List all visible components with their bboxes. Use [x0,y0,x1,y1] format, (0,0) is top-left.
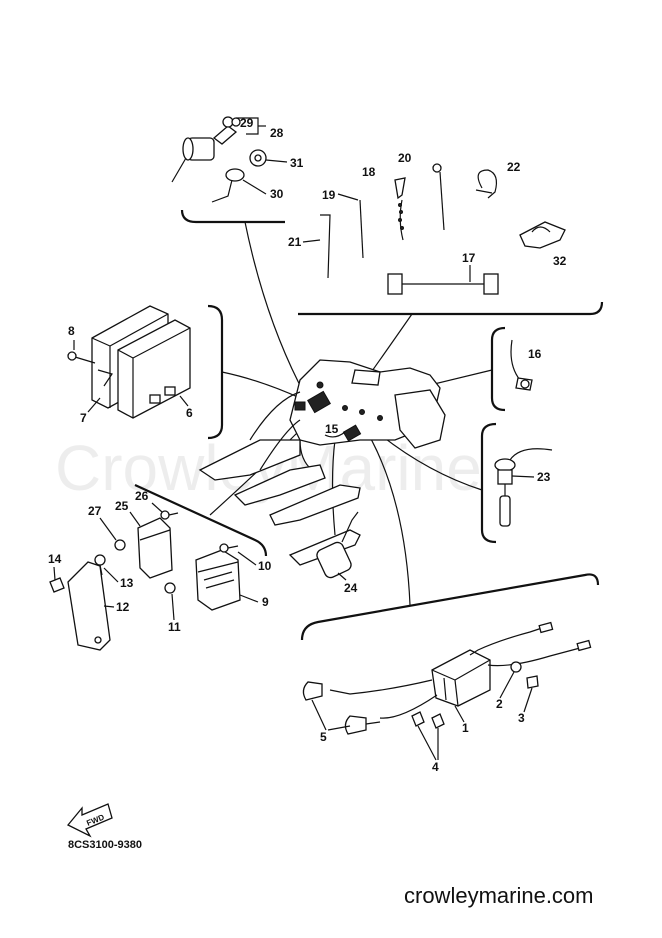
callout-30: 30 [270,187,284,201]
callout-13: 13 [120,576,134,590]
ignition-coil-group [302,621,592,735]
leader-24 [331,439,336,536]
callout-32: 32 [553,254,567,268]
plug-cap [494,448,553,527]
bracket-mid-left [134,484,268,557]
callout-6: 6 [186,406,193,420]
callout-2: 2 [496,697,503,711]
callout-18: 18 [362,165,376,179]
callout-11: 11 [168,620,181,634]
callout-12: 12 [116,600,130,614]
callout-10: 10 [258,559,272,573]
main-switch-assembly [171,116,267,203]
drawing-code: 8CS3100-9380 [68,839,142,851]
callout-5: 5 [320,730,327,744]
callout-1: 1 [462,721,469,735]
callout-16: 16 [528,347,542,361]
cdi-units [67,305,191,419]
callout-17: 17 [462,251,476,265]
bracket-right-16 [490,326,506,412]
callout-8: 8 [68,324,75,338]
frame-assembly [198,359,446,566]
callout-7: 7 [80,411,87,425]
site-label: crowleymarine.com [404,883,594,908]
callout-20: 20 [398,151,412,165]
callout-19: 19 [322,188,336,202]
callout-28: 28 [270,126,284,140]
wire-ties [320,163,566,295]
callout-31: 31 [290,156,304,170]
leader-top-left [244,221,306,396]
callout-3: 3 [518,711,525,725]
bracket-left-cdi [207,304,224,440]
condenser [316,511,359,579]
leader-16 [429,369,493,386]
bracket-bottom [300,573,600,641]
callout-24: 24 [344,581,358,595]
bracket-top-left [180,209,285,224]
bracket-right-23 [480,422,497,544]
fwd-arrow-icon: FWD [66,803,113,838]
callout-labels: 29 28 31 30 20 18 22 19 21 17 32 8 7 6 1… [48,116,567,774]
callout-29: 29 [240,116,254,130]
callout-9: 9 [262,595,269,609]
callout-21: 21 [288,235,302,249]
callout-26: 26 [135,489,149,503]
callout-22: 22 [507,160,521,174]
callout-27: 27 [88,504,102,518]
callout-15: 15 [325,422,339,436]
ground-bolt [510,339,533,391]
bracket-top-right [298,301,604,316]
leader-cdi [221,371,301,399]
callout-23: 23 [537,470,551,484]
callout-14: 14 [48,552,62,566]
callout-25: 25 [115,499,129,513]
regulator-group [49,510,241,651]
callout-4: 4 [432,760,439,774]
